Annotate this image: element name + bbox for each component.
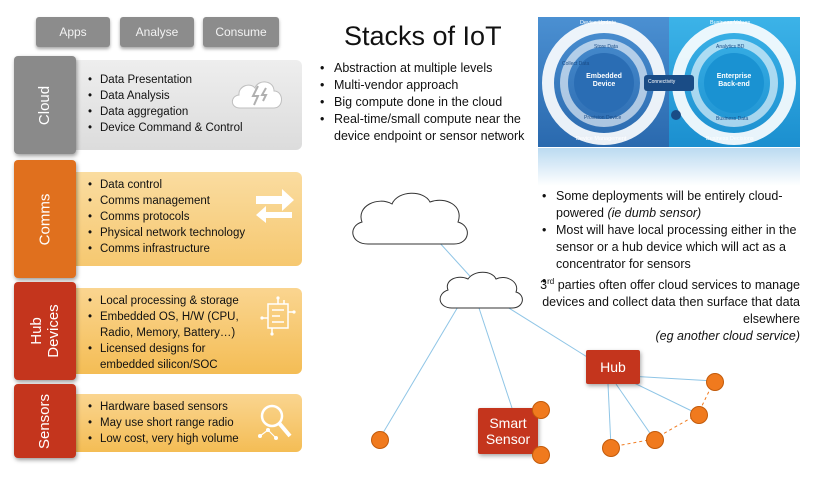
top-bullet: Abstraction at multiple levels bbox=[318, 60, 530, 77]
tab-consume: Consume bbox=[203, 17, 279, 47]
device-enterprise-loop-diagram: Embedded Device Enterprise Back-end Devi… bbox=[538, 17, 800, 147]
loop-diagram-graphic bbox=[538, 17, 800, 147]
hub-devices-panel: Local processing & storage Embedded OS, … bbox=[76, 288, 302, 374]
circuit-chip-icon bbox=[260, 296, 296, 336]
top-bullet: Big compute done in the cloud bbox=[318, 94, 530, 111]
sensor-dot bbox=[532, 401, 550, 419]
loop-inner-left-label: Collect Data bbox=[562, 61, 590, 67]
hub-node: Hub bbox=[586, 350, 640, 384]
cloud-shape-small bbox=[439, 271, 523, 309]
loop-top-left-label: Device Update bbox=[580, 20, 617, 26]
tab-analyse: Analyse bbox=[120, 17, 194, 47]
hub-item: Embedded OS, H/W (CPU, Radio, Memory, Ba… bbox=[88, 309, 256, 341]
cloud-shape-large bbox=[352, 192, 468, 245]
tab-apps: Apps bbox=[36, 17, 110, 47]
sensor-dot bbox=[706, 373, 724, 391]
comms-item: Comms management bbox=[88, 193, 245, 209]
sensor-dot bbox=[532, 446, 550, 464]
right-bullet-third: • 3rd parties often offer cloud services… bbox=[540, 274, 800, 344]
sensor-item: Hardware based sensors bbox=[88, 399, 239, 415]
top-bullet-list: Abstraction at multiple levels Multi-ven… bbox=[318, 60, 530, 145]
comms-item: Physical network technology bbox=[88, 225, 245, 241]
sensor-item: Low cost, very high volume bbox=[88, 431, 239, 447]
loop-bridge-label: Connectivity bbox=[648, 79, 676, 85]
sensor-dot bbox=[371, 431, 389, 449]
cloud-item: Data Analysis bbox=[88, 88, 243, 104]
magnifier-network-icon bbox=[258, 404, 292, 440]
loop-inner-left-label: Provision Device bbox=[584, 115, 622, 121]
cloud-item: Data Presentation bbox=[88, 72, 243, 88]
smart-sensor-node: Smart Sensor bbox=[478, 408, 538, 454]
loop-left-center-label: Embedded Device bbox=[586, 73, 622, 88]
right-bullet: Some deployments will be entirely cloud-… bbox=[540, 188, 802, 222]
loop-inner-right-bottom-label: Business Data bbox=[716, 116, 749, 122]
top-bullet: Real-time/small compute near the device … bbox=[318, 111, 530, 145]
page-title: Stacks of IoT bbox=[344, 21, 502, 51]
cloud-lightning-icon bbox=[231, 81, 282, 109]
loop-bottom-left-label: Device Management bbox=[576, 136, 627, 142]
layer-label-comms: Comms bbox=[14, 160, 76, 278]
sensor-item: May use short range radio bbox=[88, 415, 239, 431]
comms-item: Comms infrastructure bbox=[88, 241, 245, 257]
hub-item: Licensed designs for embedded silicon/SO… bbox=[88, 341, 256, 373]
comms-item: Data control bbox=[88, 177, 245, 193]
right-bullet: Most will have local processing either i… bbox=[540, 222, 802, 273]
loop-diagram-reflection bbox=[538, 148, 800, 186]
sensor-dot bbox=[602, 439, 620, 457]
sensor-dot bbox=[690, 406, 708, 424]
sensors-panel: Hardware based sensors May use short ran… bbox=[76, 394, 302, 452]
loop-bottom-right-label: Business Decisions bbox=[706, 136, 754, 142]
loop-right-center-label: Enterprise Back-end bbox=[716, 73, 752, 88]
top-bullet: Multi-vendor approach bbox=[318, 77, 530, 94]
right-bullet-list: Some deployments will be entirely cloud-… bbox=[540, 188, 802, 273]
layer-label-hub-devices: Hub Devices bbox=[14, 282, 76, 380]
sensor-dot bbox=[646, 431, 664, 449]
layer-label-sensors: Sensors bbox=[14, 384, 76, 458]
comms-panel: Data control Comms management Comms prot… bbox=[76, 172, 302, 266]
loop-top-right-label: Business Values bbox=[710, 20, 751, 26]
comms-item: Comms protocols bbox=[88, 209, 245, 225]
cloud-item: Data aggregation bbox=[88, 104, 243, 120]
loop-inner-left-label: Store Data bbox=[594, 44, 618, 50]
layer-label-cloud: Cloud bbox=[14, 56, 76, 154]
loop-inner-right-label: Analytics BD bbox=[716, 44, 745, 50]
cloud-item: Device Command & Control bbox=[88, 120, 243, 136]
hub-item: Local processing & storage bbox=[88, 293, 256, 309]
exchange-arrows-icon bbox=[256, 189, 294, 223]
cloud-panel: Data Presentation Data Analysis Data agg… bbox=[76, 60, 302, 150]
